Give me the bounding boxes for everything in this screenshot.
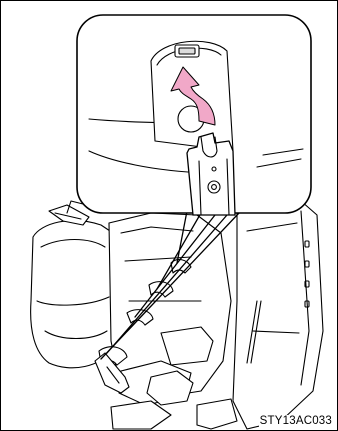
figure-code: STY13AC033: [259, 415, 333, 427]
seat-drawing: [31, 201, 323, 429]
